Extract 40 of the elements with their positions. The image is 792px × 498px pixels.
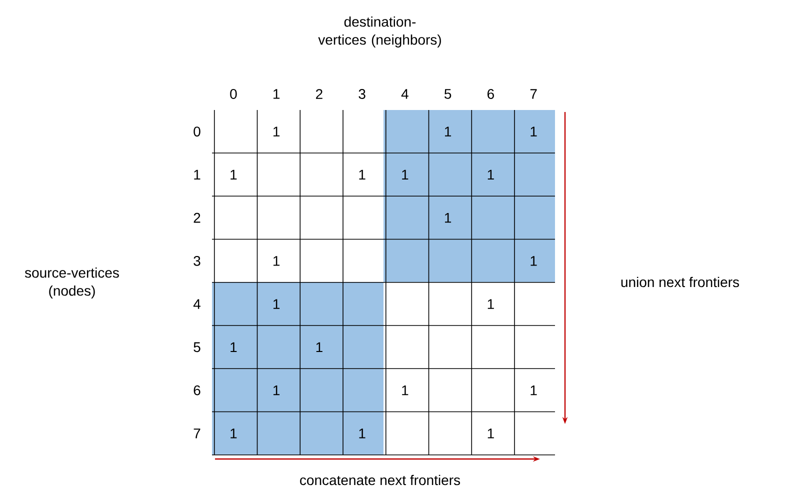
cell-value: 1: [359, 428, 366, 438]
axis-label: source-vertices (nodes): [24, 267, 119, 299]
cell-value: 1: [402, 170, 408, 180]
cell-value: 1: [230, 342, 237, 352]
cell-value: 1: [530, 126, 537, 136]
cell-value: 1: [402, 386, 408, 396]
row-header: 4: [193, 299, 200, 309]
column-header: 2: [316, 89, 322, 99]
column-header: 7: [530, 89, 537, 99]
row-header: 3: [194, 256, 200, 266]
column-header: 5: [444, 89, 452, 99]
row-header: 5: [194, 342, 200, 352]
column-header: 6: [488, 89, 494, 99]
cell-value: 1: [488, 299, 494, 309]
row-header: 2: [194, 212, 200, 223]
axis-label: destination-vertices (neighbors): [318, 16, 441, 48]
cell-value: 1: [530, 256, 537, 266]
cell-value: 1: [316, 342, 322, 352]
column-header: 0: [230, 89, 237, 99]
cell-value: 1: [274, 299, 280, 309]
cell-value: 1: [274, 256, 280, 266]
row-header: 7: [194, 428, 200, 438]
cell-value: 1: [445, 126, 452, 136]
arrow-label: concatenate next frontiers: [300, 474, 460, 486]
cell-value: 1: [488, 428, 494, 438]
cell-value: 1: [445, 213, 452, 223]
row-header: 0: [194, 126, 200, 137]
arrow-label: union next frontiers: [621, 276, 739, 288]
cell-value: 1: [359, 170, 366, 180]
cell-value: 1: [230, 428, 237, 438]
cell-value: 1: [274, 386, 280, 396]
cell-value: 1: [274, 126, 280, 136]
column-header: 4: [401, 89, 408, 99]
cell-value: 1: [530, 386, 537, 396]
column-header: 3: [358, 89, 366, 99]
row-header: 6: [194, 385, 200, 396]
row-header: 1: [194, 170, 200, 180]
column-header: 1: [274, 89, 280, 99]
cell-value: 1: [230, 170, 237, 180]
cell-value: 1: [488, 170, 494, 180]
